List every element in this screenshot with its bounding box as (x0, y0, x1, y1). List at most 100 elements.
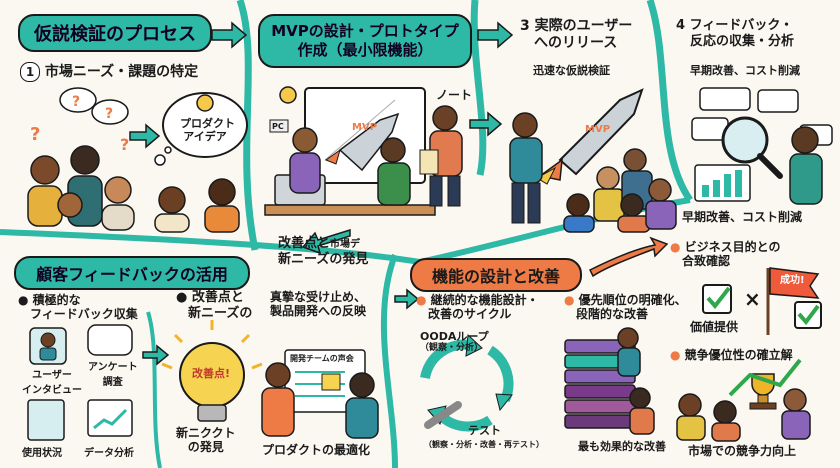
panel7-bullet2-line2: 段階的な改善 (576, 307, 649, 322)
panel8-bullet1-line2: 合致確認 (682, 254, 731, 269)
panel2-title: MVPの設計・プロトタイプ 作成（最小限機能） (258, 14, 472, 68)
board-label: 開発チームの声会 (290, 354, 354, 363)
panel8-bullet1-text1: ビジネス目的との (684, 240, 781, 254)
svg-text:?: ? (72, 94, 80, 110)
mvp-label-panel3: MVP (585, 124, 611, 135)
panel5-bullet1-line1: ● 積極的な (18, 293, 81, 307)
test-label: テスト (468, 424, 501, 437)
panel2-title-line2: 作成（最小限機能） (297, 41, 433, 59)
divider-curve (236, 0, 259, 251)
ooda-line1: OODAループ (420, 330, 489, 343)
panel4-bottom: 早期改善、コスト削減 (682, 210, 803, 224)
svg-text:×: × (744, 287, 761, 311)
panel8-caption: 市場での競争力向上 (688, 444, 797, 458)
interview-caption: ユーザー インタビュー (22, 366, 82, 396)
panel5-bullet2-line2: 新ニーズの (188, 305, 253, 321)
value-label: 価値提供 (690, 320, 739, 334)
svg-text:?: ? (30, 124, 40, 145)
panel4-art (691, 87, 833, 205)
panel3-title-line2: へのリリース (534, 34, 618, 51)
panel8-bullet2-text: 競争優位性の確立解 (684, 348, 793, 362)
panel4-title-line2: 反応の収集・分析 (690, 33, 795, 49)
panel7-bullet1-line2: 改善のサイクル (428, 307, 512, 322)
svg-text:?: ? (120, 135, 129, 154)
svg-text:?: ? (105, 106, 113, 122)
bubble-text: プロダクト アイデア (180, 117, 235, 144)
improve-line1-text: 改善点と (278, 236, 331, 251)
panel8-bullet2: ● 競争優位性の確立解 (670, 348, 793, 362)
usage-caption: 使用状況 (22, 448, 62, 459)
panel1-step: 1 市場ニーズ・課題の特定 (20, 62, 198, 82)
mvp-label-panel2: MVP (352, 122, 378, 133)
panel5-art (27, 320, 263, 441)
panel8-art: × (676, 267, 822, 442)
panel5-title: 顧客フィードバックの活用 (14, 256, 250, 290)
panel4-sub: 早期改善、コスト削減 (690, 64, 800, 77)
divider-curve (646, 0, 693, 203)
survey-caption: アンケート 調査 (88, 358, 138, 388)
panel4-title-line1: 4 フィードバック・ (676, 18, 794, 34)
panel3-title-line1: 3 実際のユーザー (520, 18, 632, 35)
bulb-cap-line2: の発見 (187, 440, 224, 455)
panel5-bullet1-line2: フィードバック収集 (30, 307, 138, 322)
panel7-bullet1: ● 継続的な機能設計・ 改善のサイクル (416, 293, 539, 322)
panel5-bullet2-line1: ● 改善点と (176, 290, 244, 305)
bubble-line1: プロダクト (180, 117, 235, 130)
panel3-sub: 迅速な仮説検証 (533, 64, 610, 77)
improve-suffix: 市場デ (330, 239, 361, 250)
panel6-text: 真摯な受け止め、 製品開発への反映 (270, 290, 366, 319)
panel1-art: ? ? ? ? (27, 87, 248, 233)
note-label: ノート (436, 88, 473, 102)
divider-curve (146, 311, 162, 468)
bulb-text: 改善点! (192, 367, 231, 380)
panel7-art (420, 327, 655, 435)
ooda-line2: （観察・分析） (420, 343, 484, 354)
flag-label: 成功! (780, 275, 805, 286)
panel1-title: 仮説検証のプロセス (18, 14, 212, 52)
interview-line1: ユーザー (32, 370, 72, 381)
divider-curve (470, 0, 487, 176)
panel2-title-line1: MVPの設計・プロトタイプ (271, 22, 459, 41)
survey-line2: 調査 (102, 377, 123, 388)
panel4-title: 4 フィードバック・ 反応の収集・分析 (676, 18, 794, 49)
panel7-bullet2-text1: 優先順位の明確化、 (578, 293, 687, 307)
panel6-caption: プロダクトの最適化 (262, 443, 371, 457)
panel8-bullet1-line1: ● ビジネス目的との (670, 240, 781, 254)
panel3-title: 3 実際のユーザー へのリリース (520, 18, 632, 52)
panel2-art (264, 86, 463, 216)
panel7-bullet2-line1: ● 優先順位の明確化、 (564, 293, 687, 307)
divider-curve (380, 253, 398, 468)
panel8-bullet1: ● ビジネス目的との 合致確認 (670, 240, 781, 269)
improve-label: 改善点と市場デ 新ニーズの発見 (278, 236, 368, 267)
orange-arrow (588, 236, 669, 278)
panel6-art (261, 349, 379, 439)
pc-label: PC (272, 122, 284, 131)
step3-number: 3 (520, 18, 530, 34)
bubble-line2: アイデア (183, 130, 227, 144)
panel7-bullet2: ● 優先順位の明確化、 段階的な改善 (564, 293, 687, 322)
panel5-bullet2: ● 改善点と 新ニーズの (176, 290, 252, 321)
panel7-bullet1-line1: ● 継続的な機能設計・ (416, 293, 539, 307)
panel5-bullet1-text1: 積極的な (32, 293, 81, 307)
panel7-title: 機能の設計と改善 (410, 258, 582, 292)
panel6-line1: 真摯な受け止め、 (270, 290, 367, 304)
survey-line1: アンケート (88, 362, 138, 373)
step4-number: 4 (676, 18, 686, 33)
panel3-art (509, 88, 677, 233)
panel5-bullet2-text1: 改善点と (191, 290, 244, 305)
step1-number: 1 (20, 62, 40, 82)
flow-arrows (129, 21, 514, 366)
panel6-line2: 製品開発への反映 (270, 304, 367, 319)
step1-label: 市場ニーズ・課題の特定 (44, 64, 199, 80)
panel5-bullet1: ● 積極的な フィードバック収集 (18, 293, 138, 322)
improve-line2: 新ニーズの発見 (278, 251, 369, 267)
bulb-caption: 新ニククト の発見 (176, 426, 236, 455)
panel7-caption: 最も効果的な改善 (578, 440, 666, 453)
interview-line2: インタビュー (22, 385, 82, 396)
analysis-caption: データ分析 (84, 448, 134, 459)
test-sub: （観察・分析・改善・再テスト） (424, 440, 544, 449)
bulb-cap-line1: 新ニククト (176, 426, 236, 440)
improve-line1: 改善点と市場デ (278, 236, 368, 252)
